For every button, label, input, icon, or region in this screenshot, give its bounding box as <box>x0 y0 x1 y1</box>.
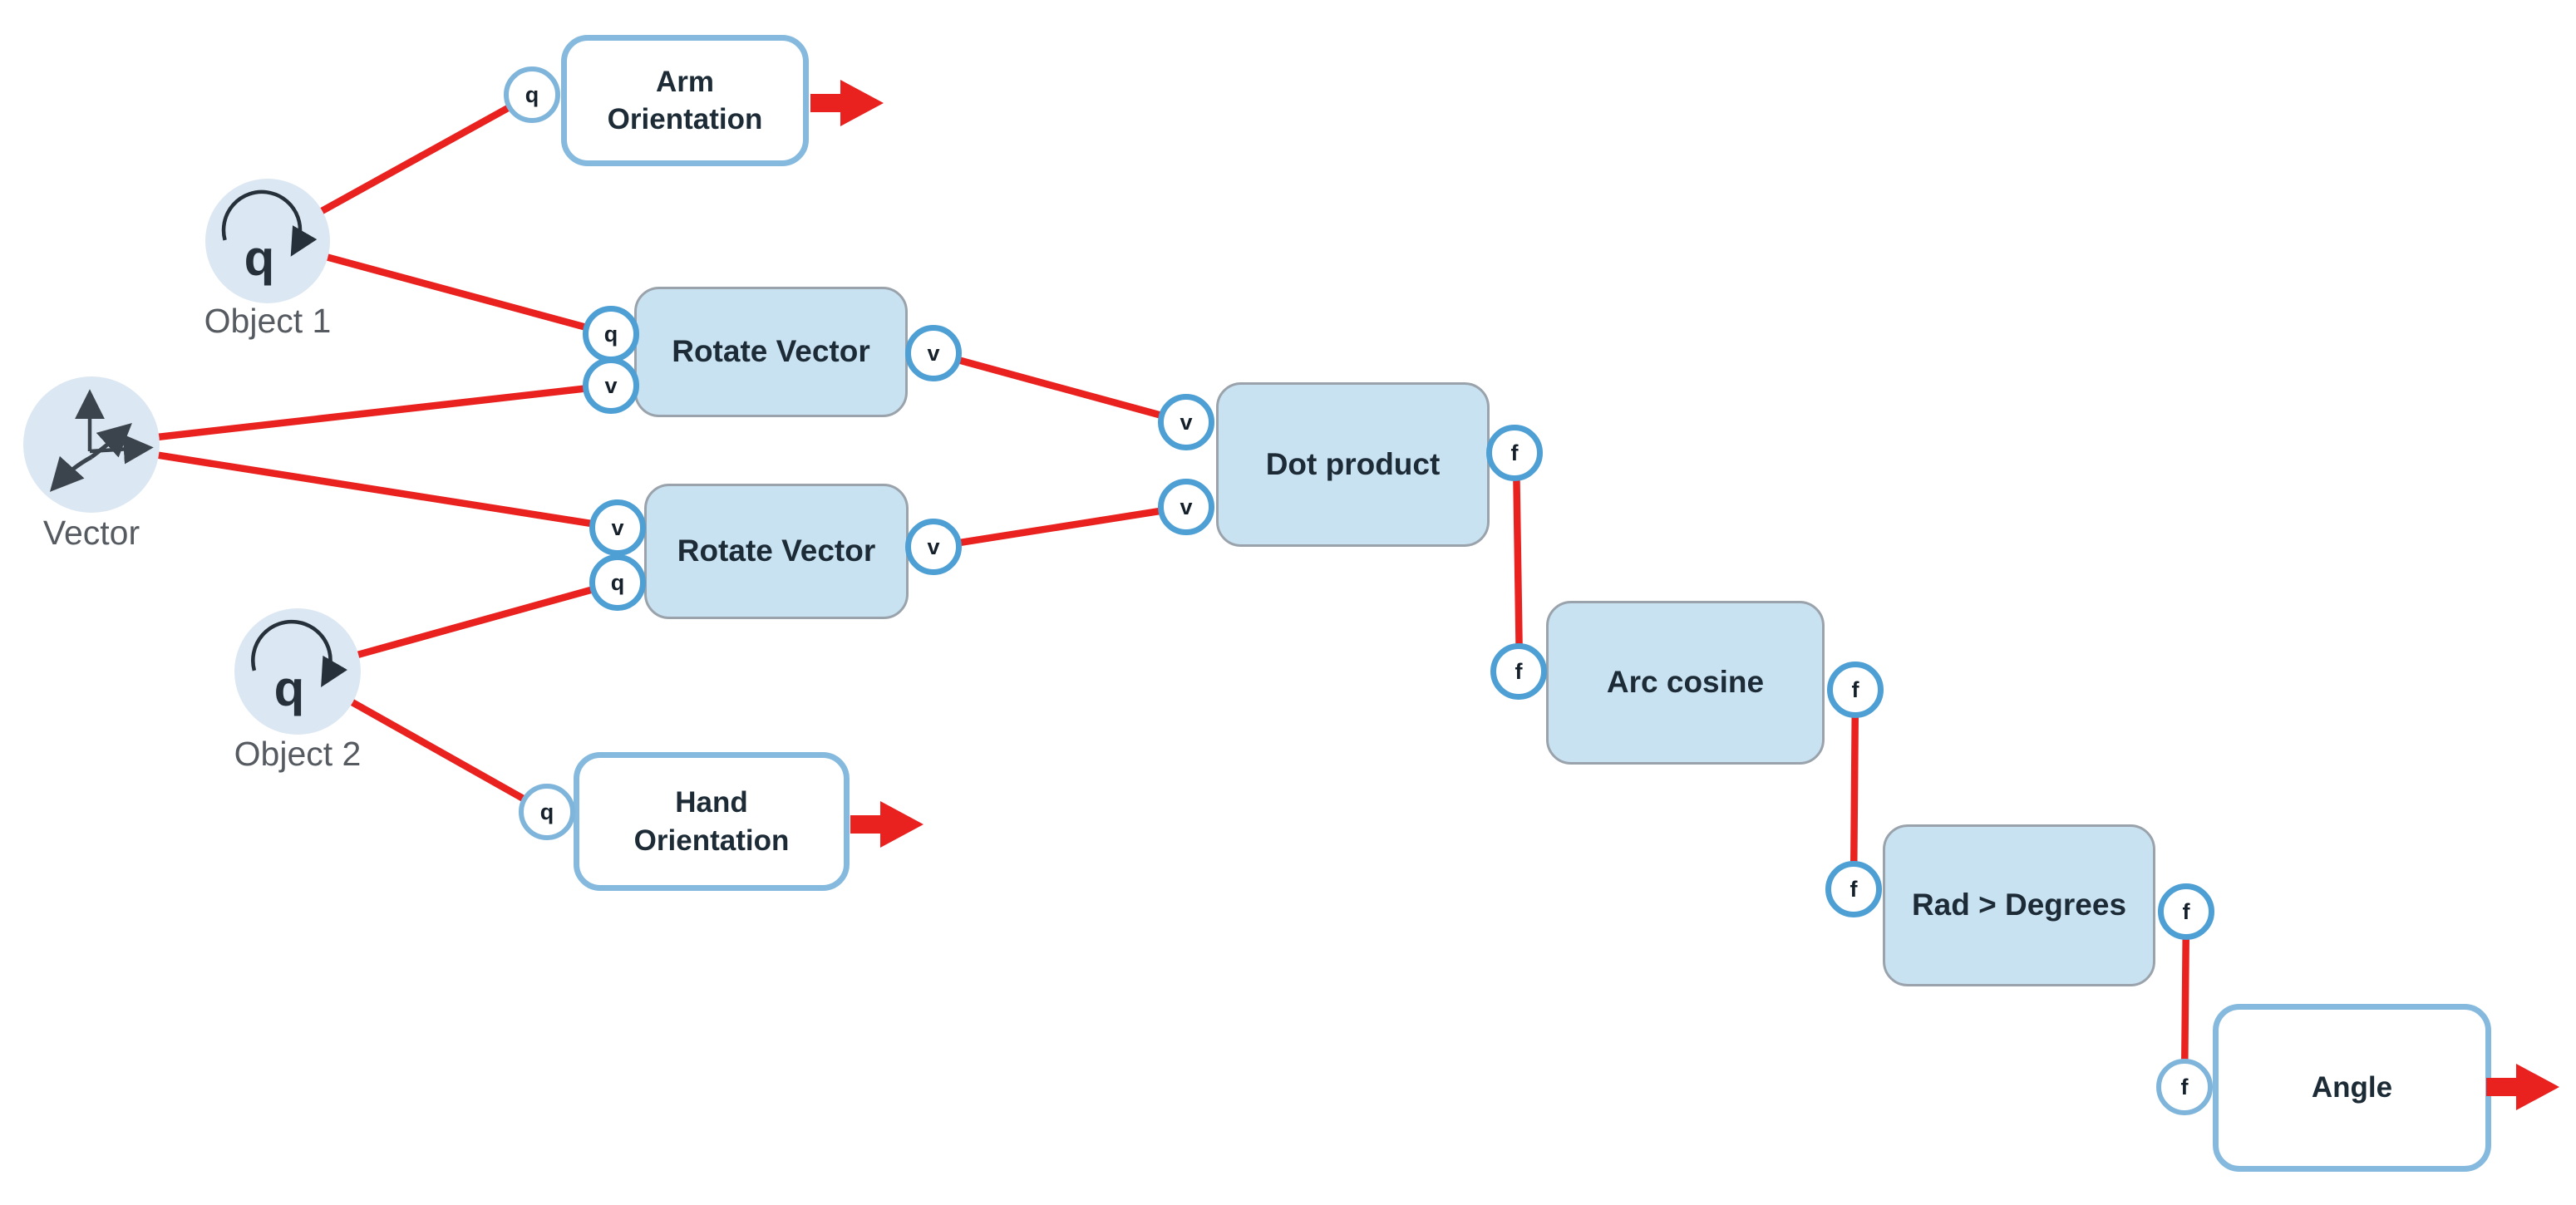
source-caption-vector: Vector <box>42 514 140 552</box>
wire-vector-rotate-vector-2[interactable] <box>87 440 622 532</box>
wire-arc-cosine-rad-degrees[interactable] <box>1849 688 1859 891</box>
node-label: Rad > Degrees <box>1911 888 2127 922</box>
port-rotate-vector-1-q-in[interactable]: q <box>583 306 639 362</box>
port-rotate-vector-1-v-out[interactable]: v <box>905 325 962 381</box>
flow-arrow-angle <box>2486 1064 2559 1110</box>
node-label: Rotate Vector <box>677 534 876 568</box>
rotation-arrow-icon <box>221 189 318 257</box>
node-label: Rotate Vector <box>672 334 870 369</box>
port-arc-cosine-f-in[interactable]: f <box>1490 643 1547 700</box>
node-label: Hand Orientation <box>633 786 790 857</box>
node-label: Angle <box>2311 1071 2393 1104</box>
source-node-vector[interactable] <box>23 376 160 513</box>
port-rotate-vector-2-q-in[interactable]: q <box>589 554 646 611</box>
source-caption-object2: Object 2 <box>234 735 362 773</box>
source-caption-object1: Object 1 <box>204 302 332 340</box>
node-angle[interactable]: Angle <box>2213 1004 2491 1172</box>
node-label: Dot product <box>1265 446 1441 481</box>
port-angle-f-in[interactable]: f <box>2156 1059 2213 1115</box>
node-hand-orientation[interactable]: Hand Orientation <box>574 752 850 891</box>
port-dot-product-v2-in[interactable]: v <box>1158 479 1214 535</box>
port-rad-degrees-f-in[interactable]: f <box>1825 861 1882 917</box>
port-rotate-vector-2-v-in[interactable]: v <box>589 499 646 556</box>
quaternion-symbol: q <box>273 661 305 716</box>
flow-arrow-arm-orientation <box>810 80 884 126</box>
port-rotate-vector-2-v-out[interactable]: v <box>905 519 962 575</box>
wire-dot-product-arc-cosine[interactable] <box>1512 451 1524 673</box>
node-dot-product[interactable]: Dot product <box>1216 382 1490 547</box>
source-node-object1[interactable]: q <box>205 179 330 303</box>
wire-rad-degrees-angle[interactable] <box>2180 910 2190 1089</box>
flow-arrow-hand-orientation <box>850 801 924 848</box>
axes-icon <box>49 389 154 492</box>
wire-vector-rotate-vector-1[interactable] <box>87 381 615 449</box>
node-rotate-vector-2[interactable]: Rotate Vector <box>644 484 909 619</box>
port-arm-orientation-q-in[interactable]: q <box>504 66 560 123</box>
node-label: Arm Orientation <box>607 65 763 136</box>
node-arm-orientation[interactable]: Arm Orientation <box>561 35 809 166</box>
node-rad-degrees[interactable]: Rad > Degrees <box>1883 824 2155 986</box>
port-dot-product-v1-in[interactable]: v <box>1158 394 1214 450</box>
port-arc-cosine-f-out[interactable]: f <box>1827 662 1884 718</box>
port-hand-orientation-q-in[interactable]: q <box>519 784 575 840</box>
wire-rotate-vector-1-dot-product[interactable] <box>929 349 1190 426</box>
node-arc-cosine[interactable]: Arc cosine <box>1546 601 1825 765</box>
port-rad-degrees-f-out[interactable]: f <box>2158 883 2214 940</box>
wire-rotate-vector-2-dot-product[interactable] <box>929 503 1190 551</box>
port-dot-product-f-out[interactable]: f <box>1486 425 1543 481</box>
node-label: Arc cosine <box>1606 665 1765 700</box>
source-node-object2[interactable]: q <box>234 608 361 735</box>
node-rotate-vector-1[interactable]: Rotate Vector <box>634 287 908 417</box>
rotation-arrow-icon <box>251 619 348 688</box>
port-rotate-vector-1-v-in[interactable]: v <box>583 357 639 414</box>
quaternion-symbol: q <box>244 230 275 286</box>
